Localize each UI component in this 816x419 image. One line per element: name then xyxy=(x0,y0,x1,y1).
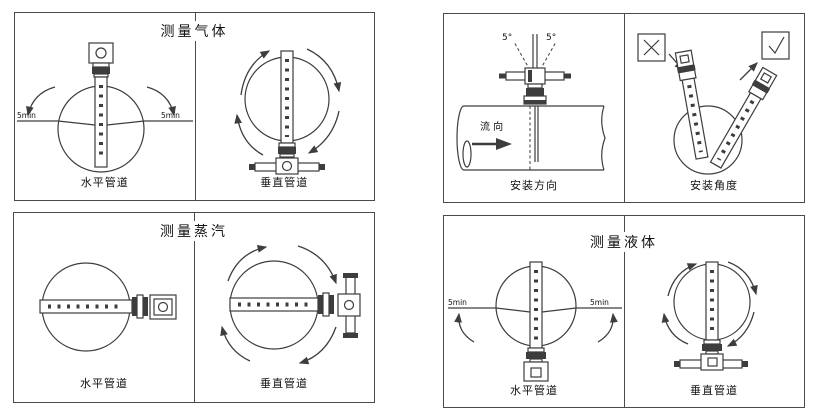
allowed-angle-lines xyxy=(513,34,557,72)
caption-vertical-pipe: 垂直管道 xyxy=(690,384,738,397)
flowmeter-on-pipe xyxy=(499,67,571,105)
rotation-arrow-icon xyxy=(307,110,340,154)
rotation-arrows xyxy=(220,245,337,365)
tilt-min-label-right: 5min xyxy=(161,111,180,120)
caption-horizontal-pipe: 水平管道 xyxy=(80,176,129,189)
install-angle-figure xyxy=(637,31,790,175)
install-direction-figure: 5° 5° xyxy=(456,33,606,171)
panel-measuring-steam: 测量蒸汽 xyxy=(13,212,375,403)
tilt-arrows xyxy=(26,86,176,117)
rotation-arrow-icon xyxy=(220,325,251,362)
tilt-arrow-left-icon xyxy=(26,86,56,117)
caption-vertical-pipe: 垂直管道 xyxy=(260,176,309,189)
check-icon xyxy=(768,36,785,55)
liquid-horizontal-pipe-figure: 5min 5min xyxy=(448,261,622,382)
angle-label-left: 5° xyxy=(502,33,512,43)
flowmeter-horizontal-t-head xyxy=(229,273,361,338)
caption-horizontal-pipe: 水平管道 xyxy=(510,384,558,397)
panel-measuring-liquid: 测量液体 5min 5min xyxy=(443,215,805,408)
panel-title: 测量液体 xyxy=(584,232,664,252)
rotation-arrows xyxy=(233,48,341,156)
panel-measuring-gas: 测量气体 5min 5min xyxy=(14,12,375,201)
angle-label-right: 5° xyxy=(546,33,556,43)
flowmeter-horizontal xyxy=(39,294,177,320)
tilt-arrow-left-icon xyxy=(454,312,475,343)
liquid-vertical-pipe-figure xyxy=(661,261,758,371)
flowmeter-vertical xyxy=(88,42,114,168)
flowmeter-tilted-wrong xyxy=(674,49,709,160)
tilt-arrows xyxy=(454,312,618,343)
correct-pointer-arrow-icon xyxy=(739,62,758,81)
tilt-min-label-left: 5min xyxy=(17,111,36,120)
rotation-arrow-icon xyxy=(661,312,689,345)
caption-vertical-pipe: 垂直管道 xyxy=(260,377,308,390)
caption-horizontal-pipe: 水平管道 xyxy=(80,377,128,390)
tilt-arrow-right-icon xyxy=(597,312,618,343)
caption-install-angle: 安装角度 xyxy=(690,179,738,192)
tilt-min-label-right: 5min xyxy=(590,298,609,307)
flow-direction-arrow-icon xyxy=(472,138,512,150)
pipe-cross-section xyxy=(673,105,743,175)
caption-install-direction: 安装方向 xyxy=(510,179,558,192)
rotation-arrow-icon xyxy=(727,261,758,296)
flow-direction-label: 流 向 xyxy=(480,120,503,133)
panel-divider xyxy=(194,13,196,200)
rotation-arrow-icon xyxy=(298,326,337,365)
rotation-arrow-icon xyxy=(233,113,263,156)
flowmeter-vertical-head-down xyxy=(248,50,325,175)
tilt-arrow-right-icon xyxy=(146,86,176,117)
panel-divider xyxy=(194,213,195,402)
rotation-arrow-icon xyxy=(667,263,698,297)
panel-title: 测量蒸汽 xyxy=(154,221,234,241)
flowmeter-tilted-correct xyxy=(709,66,778,169)
steam-vertical-pipe-figure xyxy=(220,245,361,365)
flowmeter-head-down xyxy=(523,261,549,382)
wrong-box xyxy=(637,33,666,62)
flowmeter-head-down-t xyxy=(674,261,748,371)
rotation-arrows xyxy=(661,261,758,347)
gas-vertical-pipe-figure xyxy=(233,48,341,175)
steam-horizontal-pipe-figure xyxy=(39,262,177,352)
rotation-arrow-icon xyxy=(726,311,755,347)
correct-box xyxy=(761,31,790,60)
tilt-min-label-left: 5min xyxy=(448,298,467,307)
panel-divider xyxy=(624,14,625,202)
rotation-arrow-icon xyxy=(306,48,341,93)
gas-horizontal-pipe-figure: 5min 5min xyxy=(17,42,193,173)
panel-title: 测量气体 xyxy=(154,21,235,41)
rotation-arrow-icon xyxy=(297,245,337,285)
cross-icon xyxy=(643,39,660,56)
rotation-arrow-icon xyxy=(239,50,270,96)
pipe-horizontal xyxy=(456,105,606,171)
panel-divider xyxy=(624,216,625,407)
panel-installation: 5° 5° xyxy=(443,13,805,203)
rotation-arrow-icon xyxy=(227,245,268,282)
